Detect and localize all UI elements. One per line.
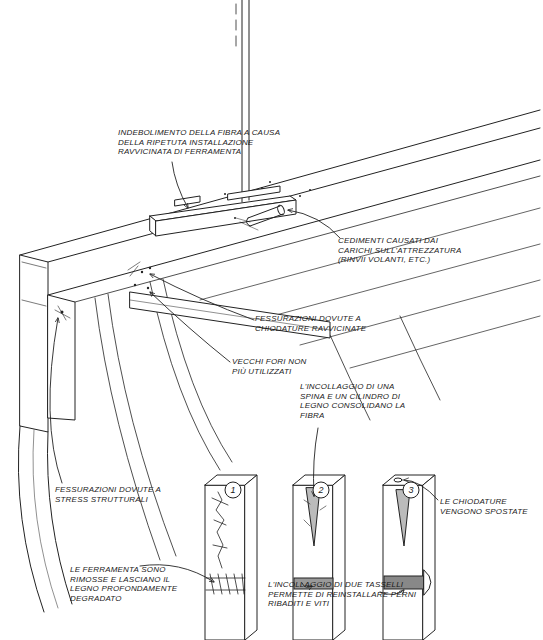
- nail-holes: [61, 181, 312, 314]
- hull-line: [33, 430, 58, 608]
- crack-hatch: [212, 492, 228, 568]
- block-face: [205, 485, 245, 640]
- rail-edge: [20, 110, 540, 255]
- relocated-nail: [394, 478, 402, 482]
- old-hole: [147, 287, 149, 289]
- leader-line: [288, 210, 340, 238]
- annotation-text: L'INCOLLAGGIO DI DUE TASSELLI PERMETTE D…: [268, 580, 433, 609]
- degraded-zone: [206, 574, 245, 594]
- hull-line: [48, 432, 73, 604]
- glued-spline: [396, 490, 410, 546]
- rail-edge: [75, 176, 540, 302]
- annotation-text: L'INCOLLAGGIO DI UNA SPINA E UN CILINDRO…: [300, 382, 415, 420]
- callout-circle: 3: [402, 481, 420, 499]
- mast-step: [228, 186, 280, 200]
- circle-outline: [225, 482, 241, 498]
- mast-line: [249, 0, 250, 200]
- circle-outline: [403, 482, 419, 498]
- block-face: [293, 485, 333, 640]
- leader-line: [150, 292, 230, 362]
- block-side: [245, 475, 257, 640]
- deck-plank: [300, 280, 540, 345]
- nail: [224, 193, 226, 195]
- nail: [299, 195, 301, 197]
- leader-line: [150, 274, 254, 320]
- crack-marks: [128, 262, 140, 276]
- annotation-text: VECCHI FORI NON PIÙ UTILIZZATI: [232, 357, 317, 376]
- fitting-block: [175, 196, 200, 206]
- center-line: [236, 4, 237, 46]
- hull-line: [18, 426, 44, 612]
- annotation-text: FESSURAZIONI DOVUTE A STRESS STRUTTURALI: [55, 485, 175, 504]
- callout-number: 3: [402, 481, 420, 499]
- nail: [261, 187, 263, 189]
- crack-marks: [55, 306, 70, 320]
- cylinder: [276, 204, 285, 215]
- nail: [269, 181, 271, 183]
- bolt-head: [424, 570, 431, 595]
- detail-block: [383, 475, 435, 640]
- leaders: [50, 162, 438, 595]
- sketch: [18, 0, 540, 640]
- block-side: [423, 475, 435, 640]
- fibre-hatch: [304, 500, 326, 526]
- nail: [309, 189, 311, 191]
- frame-line: [400, 316, 440, 400]
- annotation-text: LE CHIODATURE VENGONO SPOSTATE: [440, 497, 530, 516]
- frame-line: [108, 294, 176, 556]
- circle-outline: [313, 482, 329, 498]
- nail: [149, 267, 151, 269]
- block-face: [383, 485, 423, 640]
- frame-line: [95, 298, 160, 560]
- detail-block: [293, 475, 345, 640]
- callout-number: 2: [312, 481, 330, 499]
- sheer-strake-face: [20, 255, 48, 432]
- mast-line: [242, 0, 243, 202]
- block-side: [333, 475, 345, 640]
- old-hole: [134, 284, 136, 286]
- annotation-text: LE FERRAMENTA SONO RIMOSSE E LASCIANO IL…: [70, 565, 195, 603]
- crack-marks: [236, 218, 258, 230]
- callout-circle: 2: [312, 481, 330, 499]
- callout-number: 1: [224, 481, 242, 499]
- rail-edge: [48, 128, 540, 262]
- leader-line: [50, 318, 62, 483]
- callout-circle: 1: [224, 481, 242, 499]
- annotation-text: INDEBOLIMENTO DELLA FIBRA A CAUSA DELLA …: [118, 128, 303, 157]
- annotation-text: CEDIMENTI CAUSATI DAI CARICHI SULL'ATTRE…: [338, 236, 468, 265]
- leader-line: [172, 162, 188, 208]
- fitting-block: [150, 216, 156, 236]
- deck-plank: [350, 316, 540, 368]
- annotation-text: FESSURAZIONI DOVUTE A CHIODATURE RAVVICI…: [255, 314, 375, 333]
- face-hatch: [22, 262, 46, 306]
- nail: [234, 217, 236, 219]
- nail: [141, 271, 143, 273]
- detail-block: [205, 475, 257, 640]
- deck-plank: [200, 208, 540, 300]
